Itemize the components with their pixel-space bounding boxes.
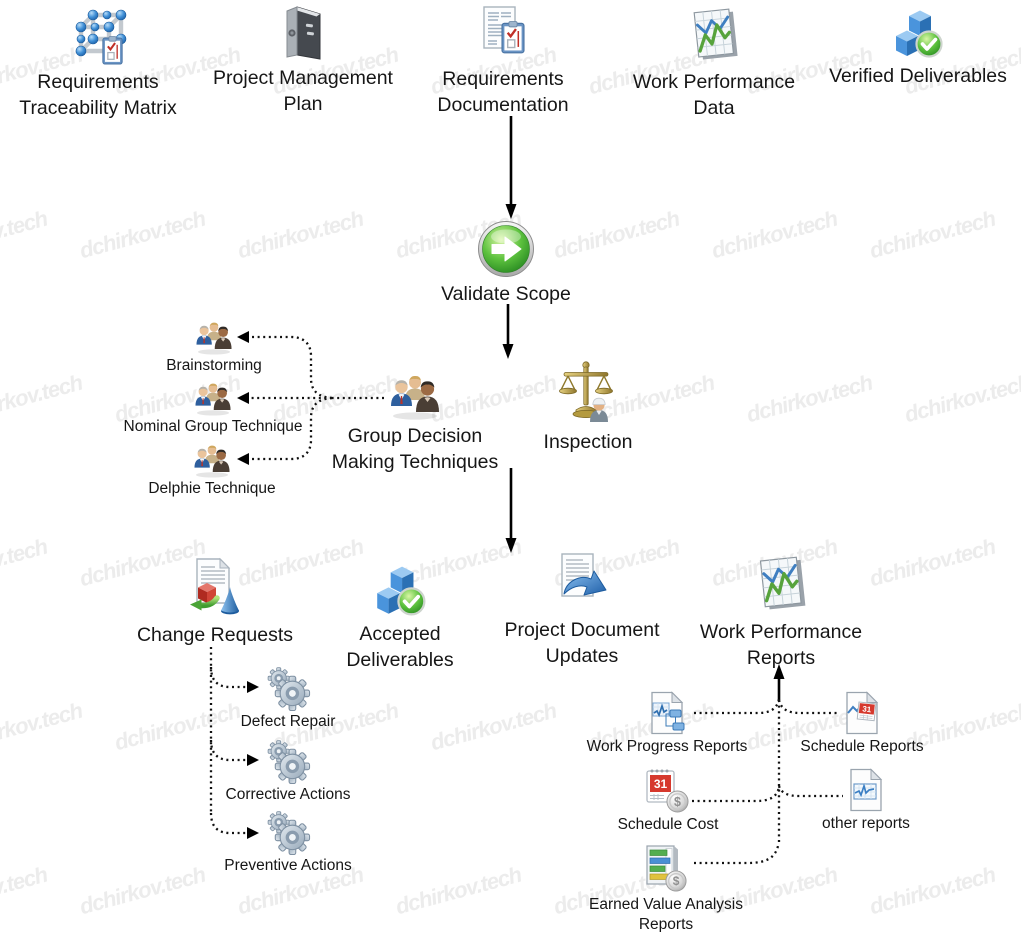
node-other-reports: other reports xyxy=(786,767,946,834)
people-group-icon xyxy=(98,382,328,416)
dotted-link-arrowheads xyxy=(237,331,259,839)
node-schedule-reports: 31 Schedule Reports xyxy=(777,690,947,757)
gears-icon xyxy=(208,666,368,711)
node-nominal-group-technique: Nominal Group Technique xyxy=(98,382,328,437)
node-label: Verified Deliverables xyxy=(829,65,1007,87)
gears-icon xyxy=(198,739,378,784)
calendar-day-glyph: 31 xyxy=(862,704,872,714)
node-label: Schedule Cost xyxy=(617,816,719,833)
cubes-check-icon xyxy=(818,8,1018,60)
change-document-icon xyxy=(110,557,320,619)
people-group-icon xyxy=(112,444,312,478)
green-arrow-button-icon xyxy=(416,220,596,278)
people-group-icon xyxy=(300,374,530,420)
node-label: Work Progress Reports xyxy=(586,738,748,755)
node-label: Validate Scope xyxy=(441,283,571,305)
bar-chart-coin-icon xyxy=(571,844,761,894)
node-validate-scope: Validate Scope xyxy=(416,220,596,307)
line-chart-panel-icon xyxy=(676,552,886,616)
node-label: Defect Repair xyxy=(240,713,336,730)
calendar-coin-icon: 31 xyxy=(583,766,753,814)
document-checklist-icon xyxy=(408,5,598,63)
node-brainstorming: Brainstorming xyxy=(119,321,309,376)
line-chart-panel-icon xyxy=(619,4,809,66)
document-update-icon xyxy=(477,552,687,614)
blue-cone xyxy=(221,587,239,615)
node-label: Preventive Actions xyxy=(224,857,352,874)
node-defect-repair: Defect Repair xyxy=(208,666,368,732)
node-label: Brainstorming xyxy=(166,357,262,374)
dotted-technique-links xyxy=(209,335,843,865)
gears-icon xyxy=(198,810,378,855)
node-change-requests: Change Requests xyxy=(110,557,320,648)
scales-icon xyxy=(508,360,668,426)
node-label: Nominal Group Technique xyxy=(123,418,303,435)
node-work-progress-reports: Work Progress Reports xyxy=(572,690,762,757)
cubes-check-icon xyxy=(315,564,485,618)
node-inspection: Inspection xyxy=(508,360,668,455)
node-label: Delphie Technique xyxy=(148,480,276,497)
node-preventive-actions: Preventive Actions xyxy=(198,810,378,876)
calendar-day-glyph: 31 xyxy=(654,777,668,791)
node-label: other reports xyxy=(822,815,910,832)
report-waveform-icon xyxy=(786,767,946,813)
node-label: Inspection xyxy=(543,431,633,453)
node-verified-deliverables: Verified Deliverables xyxy=(818,8,1018,89)
node-delphie-technique: Delphie Technique xyxy=(112,444,312,499)
node-schedule-cost: 31 Schedule Cost xyxy=(583,766,753,835)
inspector-worker-icon xyxy=(590,397,608,422)
node-corrective-actions: Corrective Actions xyxy=(198,739,378,805)
report-flowchart-icon xyxy=(572,690,762,736)
node-label: Change Requests xyxy=(136,624,294,646)
node-label: Corrective Actions xyxy=(225,786,351,803)
binder-icon xyxy=(198,4,408,62)
solid-flow-arrows xyxy=(502,116,785,700)
matrix-cube-icon xyxy=(0,6,203,66)
people-group-icon xyxy=(119,321,309,355)
node-label: Schedule Reports xyxy=(800,738,924,755)
report-calendar-icon: 31 xyxy=(777,690,947,736)
